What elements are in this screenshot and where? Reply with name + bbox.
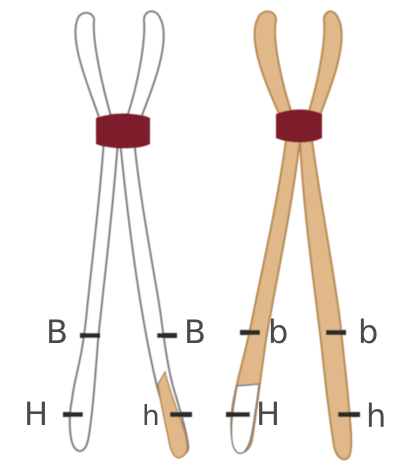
- right-chromosome-crossover-segment: [231, 384, 259, 453]
- left-chromosome-chromatid-2: [120, 11, 188, 454]
- left-chromosome-band-B-left: [80, 333, 100, 338]
- right-chromosome-band-b-right: [326, 330, 346, 335]
- label-right-chromosome-b-left: b: [268, 316, 288, 348]
- right-chromosome-band-H-left: [226, 412, 250, 417]
- left-chromosome-chromatid-1: [70, 13, 118, 451]
- label-right-chromosome-H-left: H: [256, 398, 280, 430]
- label-left-chromosome-H-left: H: [24, 398, 48, 430]
- left-chromosome-band-B-right: [157, 333, 177, 338]
- right-chromosome-band-b-left: [240, 330, 260, 335]
- label-left-chromosome-h-right: h: [142, 402, 160, 430]
- left-chromosome: [63, 11, 192, 458]
- right-centromere: [276, 110, 322, 143]
- right-chromosome-band-h-right: [338, 412, 360, 417]
- right-chromosome-chromatid-2: [300, 11, 351, 459]
- label-right-chromosome-b-right: b: [358, 316, 378, 348]
- left-chromosome-band-H-left: [63, 412, 83, 417]
- left-chromosome-band-h-right: [170, 412, 192, 417]
- label-left-chromosome-B-left: B: [46, 316, 68, 348]
- right-chromosome: [226, 11, 360, 459]
- label-left-chromosome-B-right: B: [184, 316, 206, 348]
- left-centromere: [96, 114, 150, 149]
- label-right-chromosome-h-right: h: [366, 400, 386, 432]
